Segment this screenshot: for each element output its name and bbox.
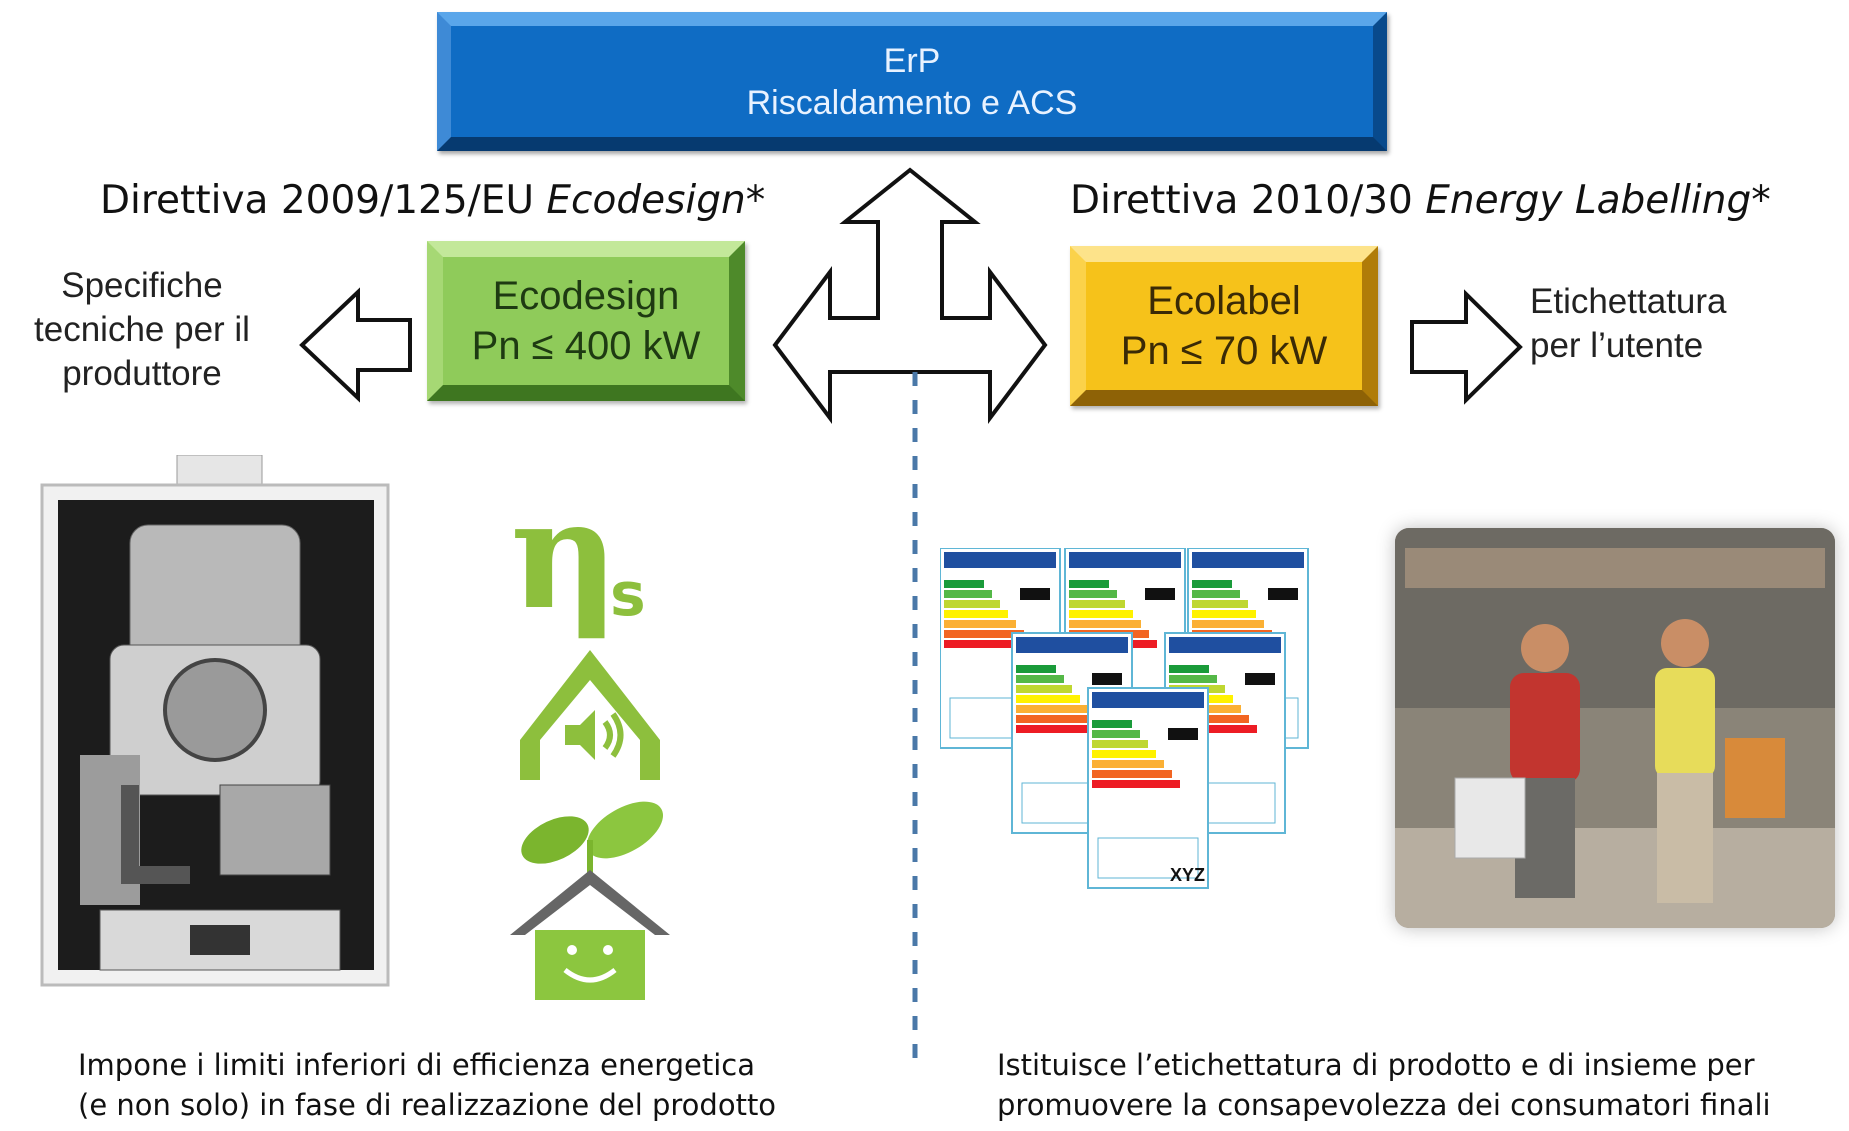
boiler-image <box>40 455 390 990</box>
boiler-illustration <box>40 455 390 987</box>
ecolabel-power: Pn ≤ 70 kW <box>1120 329 1328 373</box>
ecodesign-power: Pn ≤ 400 kW <box>471 324 701 368</box>
eco-icons: η s <box>490 480 690 1000</box>
right-caption-line: Istituisce l’etichettatura di prodotto e… <box>997 1048 1755 1082</box>
left-note-line: Specifiche <box>61 266 223 305</box>
erp-title: ErP <box>883 41 941 80</box>
eta-subscript: s <box>610 560 646 630</box>
energy-label-icon <box>1087 687 1209 889</box>
left-note-line: tecniche per il <box>34 310 250 349</box>
left-caption-line: (e non solo) in fase di realizzazione de… <box>78 1088 777 1122</box>
left-note-line: produttore <box>62 354 222 393</box>
right-directive-heading: Direttiva 2010/30 Energy Labelling* <box>1070 178 1771 223</box>
eta-icon: η <box>510 467 620 643</box>
left-caption-line: Impone i limiti inferiori di efficienza … <box>78 1048 756 1082</box>
left-caption: Impone i limiti inferiori di efficienza … <box>78 1045 776 1125</box>
leaf-icon <box>587 801 663 859</box>
center-triple-arrow-icon <box>772 167 1048 424</box>
speaker-icon <box>565 710 595 760</box>
erp-box: ErP Riscaldamento e ACS <box>437 12 1387 151</box>
left-directive-heading: Direttiva 2009/125/EU Ecodesign* <box>100 178 765 223</box>
shoppers-illustration <box>1395 528 1835 928</box>
leaf-icon <box>521 816 589 864</box>
left-note: Specifiche tecniche per il produttore <box>12 264 272 396</box>
eco-house-icons <box>510 650 670 1000</box>
smiley-house-icon <box>510 870 670 935</box>
ecodesign-box: Ecodesign Pn ≤ 400 kW <box>427 241 745 401</box>
house-sound-icon <box>520 650 660 780</box>
ecolabel-box: Ecolabel Pn ≤ 70 kW <box>1070 246 1378 406</box>
right-directive-italic: Energy Labelling* <box>1425 178 1771 223</box>
left-directive-italic: Ecodesign* <box>546 178 766 223</box>
right-caption-line: promuovere la consapevolezza dei consuma… <box>997 1088 1771 1122</box>
left-directive-prefix: Direttiva 2009/125/EU <box>100 178 547 223</box>
energy-labels-group: XYZ <box>939 547 1310 958</box>
ecolabel-title: Ecolabel <box>1147 279 1301 323</box>
right-note: Etichettatura per l’utente <box>1530 280 1790 368</box>
shoppers-photo <box>1395 528 1835 928</box>
erp-subtitle: Riscaldamento e ACS <box>746 83 1078 122</box>
right-caption: Istituisce l’etichettatura di prodotto e… <box>997 1045 1771 1125</box>
right-arrow-icon <box>1410 289 1523 405</box>
ecodesign-title: Ecodesign <box>492 274 680 318</box>
left-arrow-icon <box>299 287 412 403</box>
right-directive-prefix: Direttiva 2010/30 <box>1070 178 1426 223</box>
right-note-line: Etichettatura <box>1530 282 1727 321</box>
label-xyz-text: XYZ <box>1170 865 1205 885</box>
right-note-line: per l’utente <box>1530 326 1704 365</box>
energy-labels-illustration: XYZ <box>939 547 1309 889</box>
